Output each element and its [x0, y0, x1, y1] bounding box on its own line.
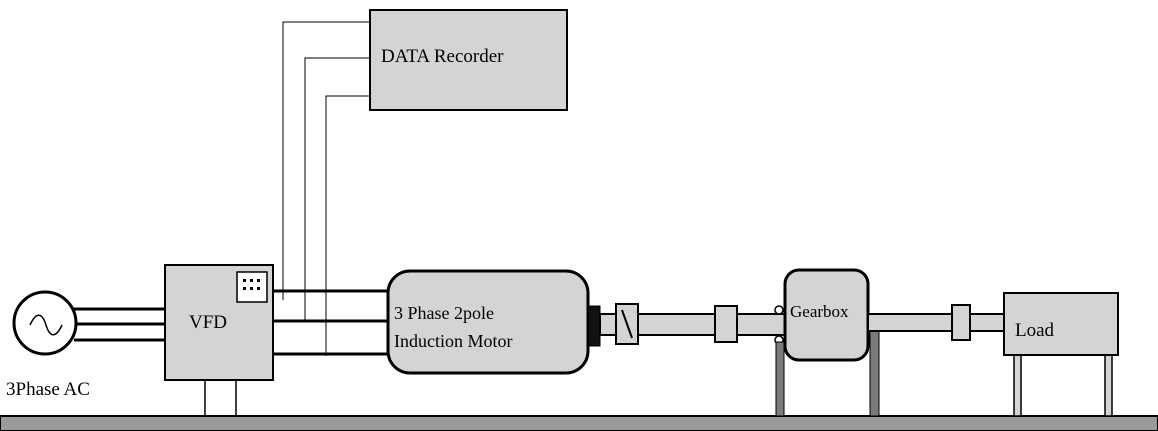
data-recorder-box	[369, 9, 568, 111]
gearbox-support-left	[775, 341, 785, 417]
keypad-icon	[236, 271, 268, 303]
motor-end-flange	[587, 305, 601, 347]
vfd-legs	[204, 380, 237, 416]
source-label: 3Phase AC	[6, 379, 90, 400]
load-label: Load	[1015, 320, 1055, 341]
gearbox-label: Gearbox	[790, 302, 849, 321]
motor-label-line1: 3 Phase 2pole	[394, 303, 494, 323]
shaft-coupling-icon	[615, 303, 639, 345]
signal-wires	[282, 21, 370, 356]
bearing-top	[774, 305, 784, 315]
shaft-gearbox-load	[867, 313, 1005, 332]
motor-feed-lines	[273, 289, 392, 356]
load-support-left	[1013, 354, 1022, 417]
coupling-3	[951, 304, 971, 341]
motor-label-line2: Induction Motor	[394, 331, 513, 351]
vfd-label: VFD	[189, 312, 227, 333]
supply-lines	[74, 307, 165, 342]
sine-wave-icon	[29, 314, 63, 336]
load-support-right	[1104, 354, 1113, 417]
load-box	[1003, 292, 1119, 356]
data-recorder-label: DATA Recorder	[381, 46, 504, 67]
ground-base	[0, 415, 1158, 431]
gearbox-support-right	[869, 329, 880, 417]
coupling-2	[714, 305, 738, 343]
